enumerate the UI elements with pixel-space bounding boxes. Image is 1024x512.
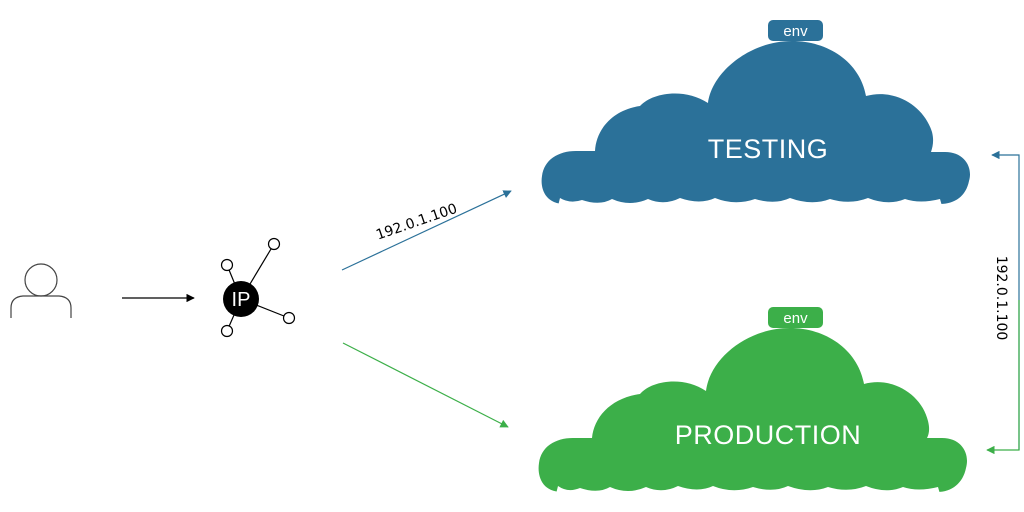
testing-cloud: env TESTING [541,20,970,206]
ip-to-production-arrow [342,342,509,428]
testing-env-name: TESTING [708,134,829,164]
ip-to-testing-arrow [341,190,512,271]
production-env-name: PRODUCTION [675,420,862,450]
user-icon [10,263,72,318]
ip-swap-connector: 192.0.1.100 [986,150,1020,455]
swap-ip-label: 192.0.1.100 [993,256,1009,341]
production-env-badge-label: env [783,310,808,327]
testing-env-badge-label: env [783,23,808,40]
production-env-badge [768,307,823,328]
network-hub-icon: IP [220,237,296,338]
testing-env-badge [768,20,823,41]
ip-node [223,281,259,317]
ip-node-label: IP [232,289,251,311]
testing-link-ip-label: 192.0.1.100 [374,201,459,244]
production-cloud: env PRODUCTION [538,307,967,494]
